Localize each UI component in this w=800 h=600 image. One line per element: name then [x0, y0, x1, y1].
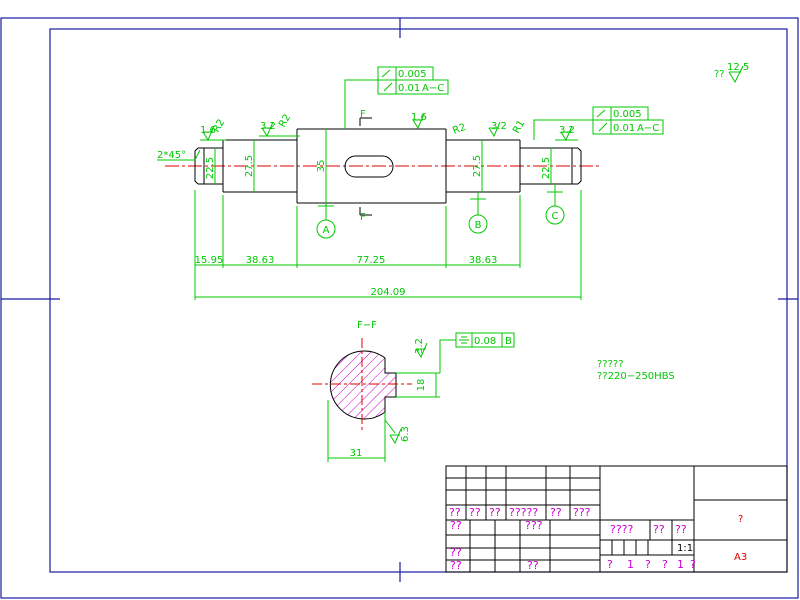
len-left-end: 15.95	[195, 255, 224, 266]
section-width: 31	[350, 448, 363, 459]
roughness-check-icon	[728, 65, 744, 84]
roughness-collar: 1.6	[411, 112, 427, 123]
dia-right-step: 27.5	[472, 155, 483, 177]
tb-row2-col4: ??	[653, 523, 665, 536]
section-cut-marks	[359, 117, 372, 216]
tb-row5-col1: ??	[450, 559, 462, 572]
tb-bottom-5: 1	[677, 558, 684, 571]
tb-row2-col1: ??	[450, 519, 462, 532]
section-view	[312, 338, 412, 430]
dia-left-end: 22.5	[205, 157, 216, 179]
len-left-step: 38.63	[246, 255, 275, 266]
section-hatched-area	[329, 350, 397, 420]
section-title: F−F	[357, 320, 377, 331]
title-block-grid	[445, 465, 788, 573]
len-right-step: 38.63	[469, 255, 498, 266]
tb-bottom-2: 1	[627, 558, 634, 571]
roughness-left-end: 1.6	[200, 125, 216, 136]
outer-border	[0, 17, 799, 599]
tb-bottom-6: ?	[690, 558, 696, 571]
dia-right-end: 22.5	[541, 157, 552, 179]
tb-row2-col5: ??	[675, 523, 687, 536]
runout-arrow-icon	[381, 69, 393, 92]
tolerance-frame-right	[533, 106, 664, 140]
general-roughness-prefix: ??	[714, 69, 725, 80]
roughness-left-step: 3.2	[260, 121, 276, 132]
tb-row1-col3: ??	[489, 506, 501, 519]
tol-section-ref: B	[505, 336, 512, 347]
radius-right-collar: R2	[451, 122, 467, 137]
roughness-key: 3.2	[414, 338, 425, 354]
note-line-1: ?????	[597, 359, 624, 370]
dia-left-step: 27.5	[244, 155, 255, 177]
tol-right-value1: 0.005	[613, 109, 642, 120]
tb-scale: 1:1	[677, 543, 693, 554]
tb-sheet-size: A3	[734, 552, 747, 563]
roughness-right-step: 3.2	[491, 121, 507, 132]
radius-left-collar: R2	[277, 112, 293, 129]
keyway-slot	[344, 155, 394, 178]
len-collar: 77.25	[357, 255, 386, 266]
tol-right-value2: 0.01	[613, 123, 635, 134]
tb-row2-col3: ????	[610, 523, 634, 536]
datum-c: C	[552, 211, 559, 222]
tb-row1-col6: ???	[573, 506, 591, 519]
tol-section-value: 0.08	[474, 336, 496, 347]
chamfer-label: 2*45°	[157, 150, 186, 161]
tol-top-ref: A−C	[422, 83, 444, 94]
datum-symbols	[316, 184, 565, 239]
symmetry-icon	[459, 336, 469, 344]
tb-row1-col4: ?????	[509, 506, 538, 519]
runout-arrow-icon	[596, 109, 608, 132]
general-roughness-value: 12.5	[727, 62, 749, 73]
tb-bottom-3: ?	[645, 558, 651, 571]
shaft-left-end-chamfer	[194, 147, 199, 185]
section-dimensions	[327, 332, 515, 462]
diameter-dimensions	[214, 129, 552, 203]
tb-row4-col1: ??	[450, 546, 462, 559]
section-mark-bottom: F	[360, 212, 366, 223]
length-dimensions	[194, 190, 582, 300]
inner-border	[49, 28, 788, 573]
tb-row1-col1: ??	[449, 506, 461, 519]
tb-part-name: ?	[738, 514, 743, 525]
section-mark-top: F	[360, 109, 366, 120]
len-total: 204.09	[371, 287, 406, 298]
tb-row5-col2: ??	[527, 559, 539, 572]
tb-row1-col5: ??	[550, 506, 562, 519]
tol-right-ref: A−C	[637, 123, 659, 134]
tb-bottom-1: ?	[607, 558, 613, 571]
shaft-outline	[194, 128, 582, 204]
tolerance-frame-top	[344, 66, 449, 129]
roughness-section: 6.3	[400, 426, 411, 442]
roughness-right-end: 3.2	[559, 125, 575, 136]
tb-bottom-4: ?	[662, 558, 668, 571]
drawing-frame	[0, 17, 799, 599]
radius-right-step: R1	[511, 118, 527, 135]
roughness-marks	[200, 113, 578, 142]
note-line-2: ??220−250HBS	[597, 371, 675, 382]
datum-b: B	[475, 220, 482, 231]
tol-top-value1: 0.005	[398, 69, 427, 80]
tol-top-value2: 0.01	[398, 83, 420, 94]
key-depth: 18	[416, 379, 427, 392]
tb-row1-col2: ??	[469, 506, 481, 519]
datum-a: A	[323, 225, 330, 236]
tb-row2-col2: ???	[525, 519, 543, 532]
dia-collar: 35	[316, 160, 327, 173]
general-roughness-symbol: ?? 12.5	[714, 62, 749, 84]
